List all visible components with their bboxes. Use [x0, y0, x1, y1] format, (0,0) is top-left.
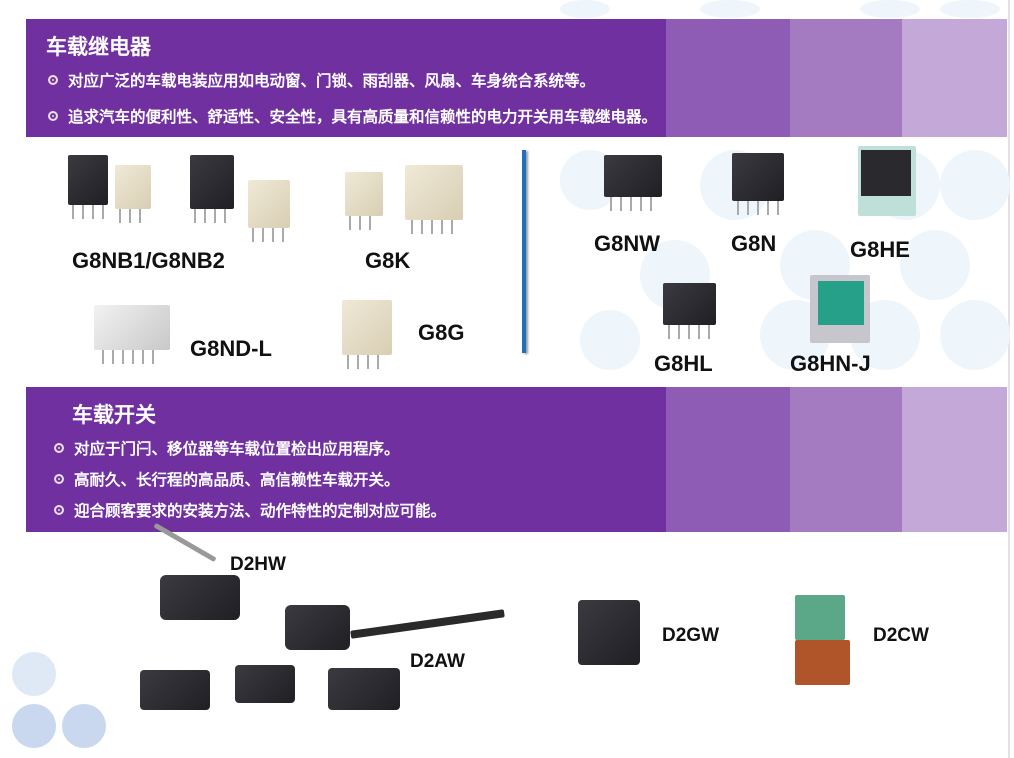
product-label-d2hw: D2HW	[230, 554, 286, 575]
relay-header-panel: 车载继电器 对应广泛的车载电装应用如电动窗、门锁、雨刮器、风扇、车身统合系统等。…	[26, 19, 1007, 137]
switch-header-panel: 车载开关 对应于门闩、移位器等车载位置检出应用程序。 高耐久、长行程的高品质、高…	[26, 387, 1007, 532]
product-image-g8n	[732, 153, 784, 215]
product-label-g8hl: G8HL	[654, 351, 713, 376]
product-image-d2aw	[285, 605, 350, 650]
product-label-g8hn-j: G8HN-J	[790, 351, 871, 376]
relay-bullet-2: 追求汽车的便利性、舒适性、安全性，具有高质量和信赖性的电力开关用车载继电器。	[48, 105, 657, 127]
product-image-g8nd-l	[94, 305, 170, 364]
relay-bullet-1: 对应广泛的车载电装应用如电动窗、门锁、雨刮器、风扇、车身统合系统等。	[48, 69, 595, 91]
product-image-g8hl	[663, 283, 716, 339]
product-label-g8n: G8N	[731, 231, 777, 256]
product-label-g8g: G8G	[418, 320, 465, 345]
product-label-g8he: G8HE	[850, 237, 910, 262]
slide-edge	[1008, 0, 1010, 758]
switch-section-title: 车载开关	[72, 403, 156, 427]
product-image-d2cw	[795, 595, 845, 640]
product-image-d2hw	[160, 575, 240, 620]
relay-section-title: 车载继电器	[46, 35, 151, 59]
product-label-d2cw: D2CW	[873, 625, 929, 646]
product-label-g8nd-l: G8ND-L	[190, 336, 272, 361]
product-label-g8k: G8K	[365, 248, 411, 273]
switch-bullet-3: 迎合顾客要求的安装方法、动作特性的定制对应可能。	[54, 499, 446, 521]
product-image-g8nb1-b	[190, 155, 234, 223]
product-image-g8nw	[604, 155, 662, 211]
product-label-g8nb: G8NB1/G8NB2	[72, 248, 225, 273]
section-divider	[522, 150, 526, 353]
product-image-g8k-a	[345, 172, 383, 230]
product-image-g8k-b	[405, 165, 463, 234]
switch-bullet-1: 对应于门闩、移位器等车载位置检出应用程序。	[54, 437, 400, 459]
product-label-d2gw: D2GW	[662, 625, 719, 646]
product-image-d2aw-c	[235, 665, 295, 703]
product-image-d2cw-base	[795, 640, 850, 685]
switch-bullet-2: 高耐久、长行程的高品质、高信赖性车载开关。	[54, 468, 400, 490]
product-label-d2aw: D2AW	[410, 651, 465, 672]
product-image-d2aw-cable	[350, 609, 505, 639]
product-image-g8nb2-b	[248, 180, 290, 242]
product-image-g8hn-j	[810, 275, 870, 343]
product-image-g8nb2	[115, 165, 151, 223]
product-image-d2aw-d	[328, 668, 400, 710]
product-image-d2aw-b	[140, 670, 210, 710]
product-image-g8nb1	[68, 155, 108, 219]
product-label-g8nw: G8NW	[594, 231, 660, 256]
product-image-g8g	[342, 300, 392, 369]
product-image-g8he	[858, 146, 916, 216]
product-image-d2gw	[578, 600, 640, 665]
